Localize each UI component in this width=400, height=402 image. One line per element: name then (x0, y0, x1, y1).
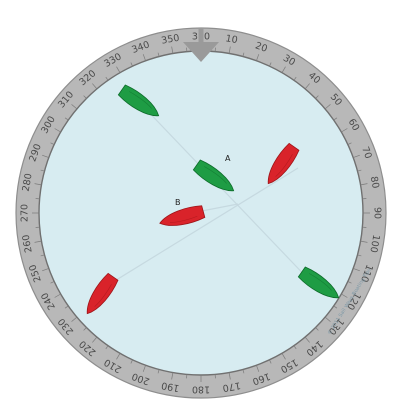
north-arrow-stem (199, 28, 204, 44)
degree-label: 270 (20, 204, 31, 222)
vessel-label-b: B (175, 198, 181, 207)
vessel-label-a: A (225, 154, 231, 163)
degree-label: 80 (368, 176, 381, 190)
degree-label: 90 (372, 207, 383, 219)
degree-label: 180 (192, 384, 210, 395)
degree-label: 10 (225, 33, 239, 46)
